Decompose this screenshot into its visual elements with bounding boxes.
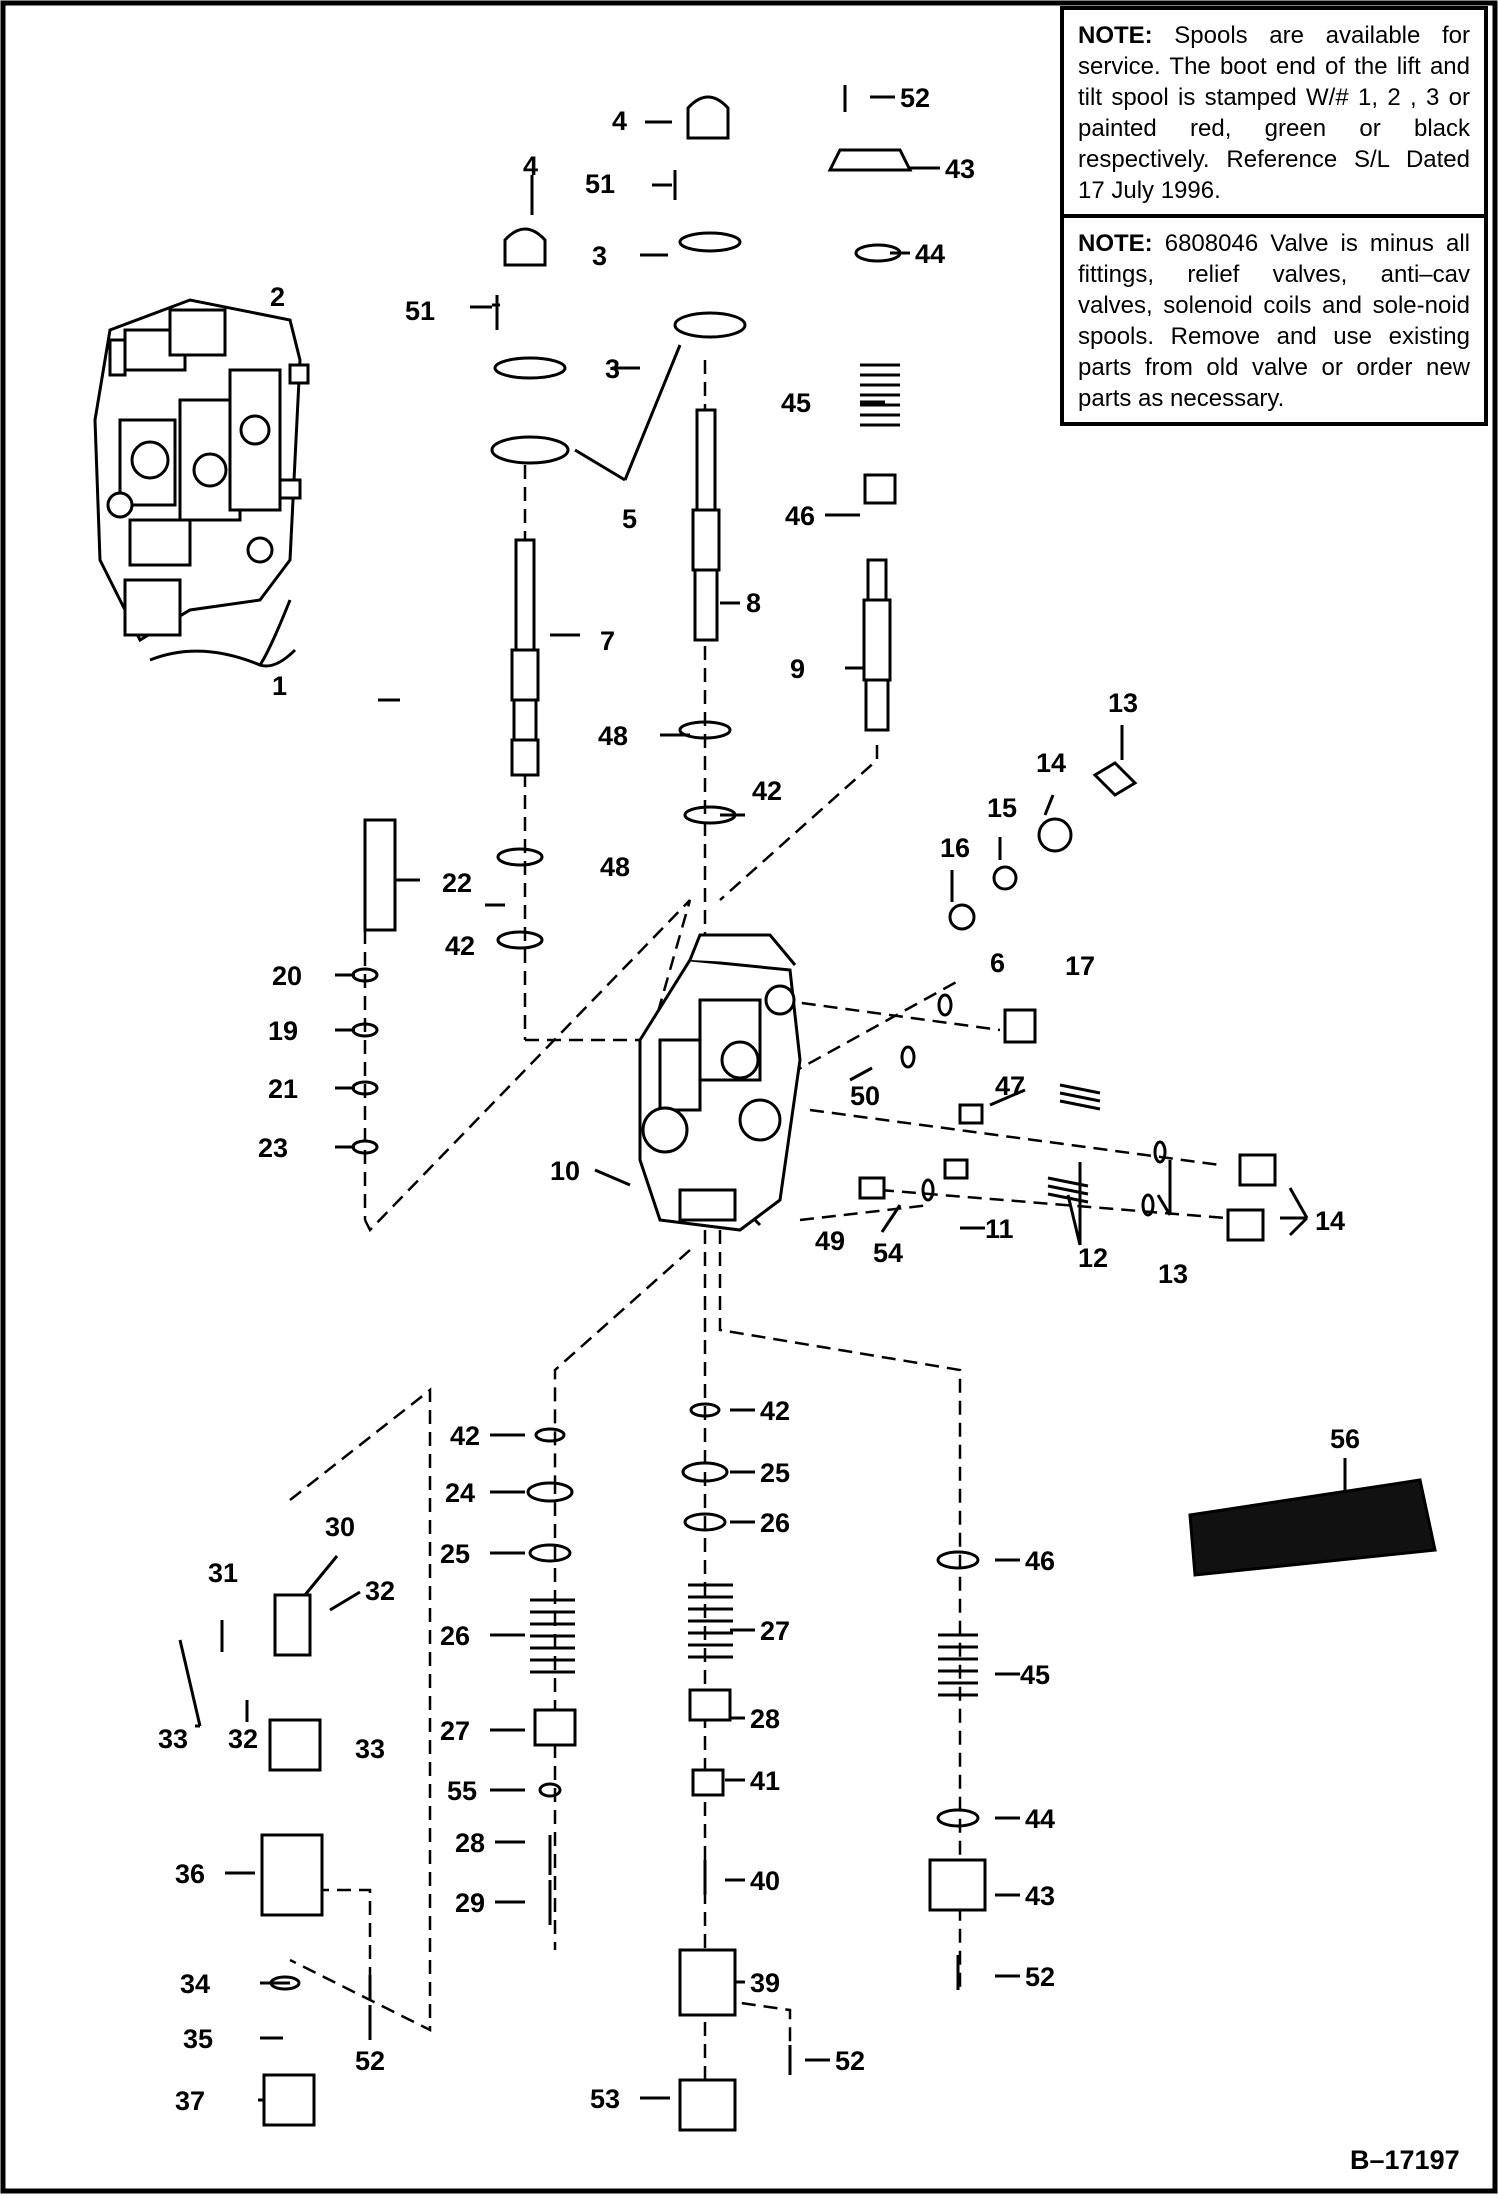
- note-text: Spools are available for service. The bo…: [1078, 22, 1470, 204]
- callout-13: 13: [1158, 1259, 1188, 1289]
- callout-4-left: 4: [523, 151, 538, 181]
- callout-3-top: 3: [592, 241, 607, 271]
- callout-52-top: 52: [900, 83, 930, 113]
- valve-body-10: [638, 933, 802, 1232]
- callout-15: 13: [1108, 688, 1138, 718]
- callout-43-top: 43: [945, 154, 975, 184]
- callout-37: 36: [175, 1859, 205, 1889]
- callout-44-lr: 44: [1025, 1804, 1055, 1834]
- seal-parts: [269, 231, 1167, 1991]
- callout-10: 10: [550, 1156, 580, 1186]
- callout-19: 17: [1065, 951, 1095, 981]
- callout-46-lr: 46: [1025, 1546, 1055, 1576]
- spool-9: [862, 558, 892, 732]
- callout-40: 40: [750, 1866, 780, 1896]
- note-text: 6808046 Valve is minus all fittings, rel…: [1078, 230, 1470, 412]
- callout-48-lower: 48: [600, 852, 630, 882]
- callout-42-mid: 42: [752, 776, 782, 806]
- callout-25-center: 25: [760, 1458, 790, 1488]
- callout-49: 49: [815, 1226, 845, 1256]
- callout-43-lr: 43: [1025, 1881, 1055, 1911]
- callout-11: 11: [985, 1214, 1014, 1244]
- callout-50: 50: [850, 1081, 880, 1111]
- callout-51-left: 51: [405, 296, 435, 326]
- callout-42-lc: 42: [760, 1396, 790, 1426]
- caps-and-plugs: [260, 95, 1437, 2132]
- assembly-dashed-lines: [289, 360, 1251, 2080]
- callout-12: 12: [1078, 1243, 1108, 1273]
- callout-8: 8: [746, 588, 761, 618]
- callout-5: 5: [622, 504, 637, 534]
- callout-26-left: 25: [440, 1539, 470, 1569]
- callout-56: 56: [1330, 1424, 1360, 1454]
- spool-8: [691, 408, 721, 642]
- callout-35: 34: [180, 1969, 210, 1999]
- callout-34: 33: [355, 1734, 385, 1764]
- callout-41: 41: [750, 1766, 780, 1796]
- callout-33-right: 32: [365, 1576, 395, 1606]
- callout-18: 16: [940, 833, 970, 863]
- callout-2: 2: [270, 282, 285, 312]
- callout-23: 21: [268, 1074, 298, 1104]
- springs: [530, 363, 1101, 1697]
- callout-20: 22: [442, 868, 472, 898]
- note-spools: NOTE: Spools are available for service. …: [1064, 10, 1484, 214]
- valve-assembly-illustration: [93, 298, 310, 643]
- callout-32-top: 31: [208, 1558, 238, 1588]
- spool-7: [510, 538, 540, 777]
- callout-48-mid: 48: [598, 721, 628, 751]
- callout-42-ll: 42: [450, 1421, 480, 1451]
- callout-38: 37: [175, 2086, 205, 2116]
- callout-36: 35: [183, 2024, 213, 2054]
- callout-16: 14: [1036, 748, 1066, 778]
- callout-14: 14: [1315, 1206, 1345, 1236]
- callout-46-top: 46: [785, 501, 815, 531]
- callout-labels: 4 51 3 4 51 3 5 7 8 9 48 42 48 22 42 52 …: [158, 83, 1360, 2116]
- callout-21: 19: [268, 1016, 298, 1046]
- callout-26-center: 26: [760, 1508, 790, 1538]
- callout-30: 29: [455, 1888, 485, 1918]
- callout-55: 55: [447, 1776, 477, 1806]
- callout-28-center: 28: [750, 1704, 780, 1734]
- callout-3-left: 3: [605, 354, 620, 384]
- callout-44-top: 44: [915, 239, 945, 269]
- bracket-item-1: [149, 599, 292, 667]
- callout-47: 47: [995, 1071, 1025, 1101]
- callout-52-lr: 52: [1025, 1962, 1055, 1992]
- callout-27-left: 26: [440, 1621, 470, 1651]
- callout-9: 9: [790, 654, 805, 684]
- drawing-number: B–17197: [1350, 2145, 1460, 2175]
- callout-17: 15: [987, 793, 1017, 823]
- callout-45-top: 45: [781, 388, 811, 418]
- callout-53: 53: [590, 2084, 620, 2114]
- callout-42-left: 42: [445, 931, 475, 961]
- callout-52-lc: 52: [835, 2046, 865, 2076]
- note-label: NOTE:: [1078, 230, 1153, 257]
- callout-24: 23: [258, 1133, 288, 1163]
- callout-27-center: 27: [760, 1616, 790, 1646]
- bolts: [368, 85, 960, 2075]
- callout-33-left: 33: [158, 1724, 188, 1754]
- callout-28-left: 27: [440, 1716, 470, 1746]
- callout-7: 7: [600, 626, 615, 656]
- callout-4-top: 4: [612, 106, 627, 136]
- callout-54: 54: [873, 1238, 903, 1268]
- notes-box: NOTE: Spools are available for service. …: [1060, 6, 1488, 426]
- callout-39: 39: [750, 1968, 780, 1998]
- callout-52-ll: 52: [355, 2046, 385, 2076]
- note-label: NOTE:: [1078, 22, 1153, 49]
- callout-1: 1: [272, 671, 287, 701]
- callout-25-left: 24: [445, 1478, 475, 1508]
- note-valve: NOTE: 6808046 Valve is minus all fitting…: [1064, 214, 1484, 422]
- callout-51-top: 51: [585, 169, 615, 199]
- callout-22: 20: [272, 961, 302, 991]
- callout-45-lr: 45: [1020, 1660, 1050, 1690]
- callout-31: 30: [325, 1512, 355, 1542]
- leader-lines: [178, 95, 1347, 2102]
- callout-29: 28: [455, 1828, 485, 1858]
- callout-6: 6: [990, 948, 1005, 978]
- callout-32-bottom: 32: [228, 1724, 258, 1754]
